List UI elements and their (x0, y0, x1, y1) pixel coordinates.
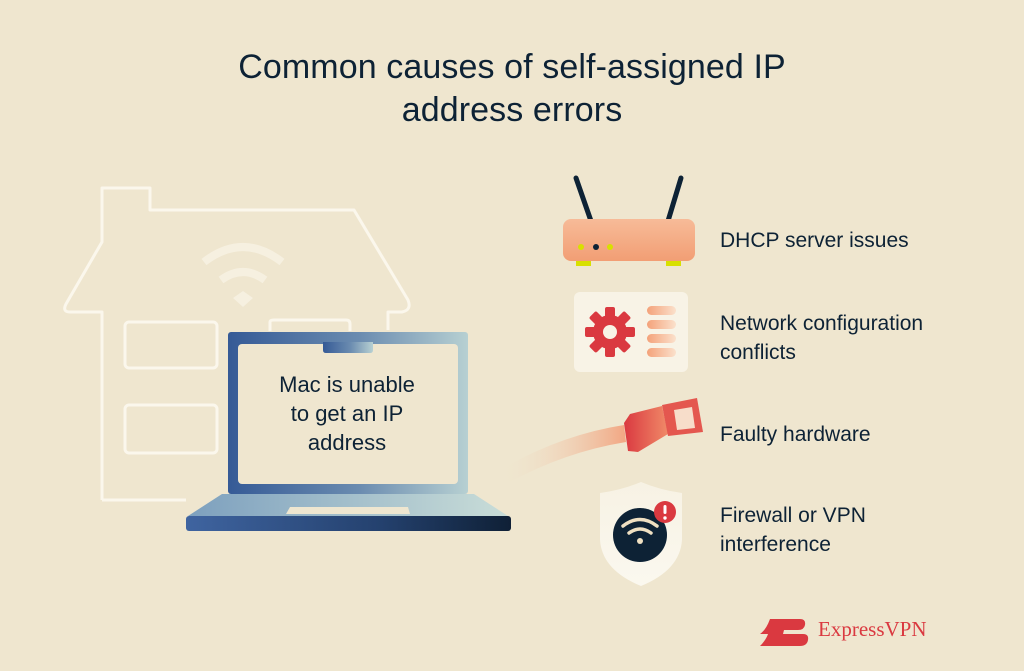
title-line-1: Common causes of self-assigned IP (238, 48, 786, 86)
cause-label-dhcp: DHCP server issues (720, 226, 909, 255)
expressvpn-logo-icon (760, 619, 809, 646)
ethernet-cable-icon (500, 398, 703, 482)
cause-text: DHCP server issues (720, 229, 909, 252)
brand-mark-spacer (760, 614, 810, 644)
router-icon (563, 175, 695, 266)
laptop-icon (186, 332, 511, 531)
title-line-2: address errors (401, 91, 623, 129)
screen-text-line-3: address (307, 430, 387, 455)
brand-name: ExpressVPN (818, 616, 927, 641)
cause-label-firewall-vpn: Firewall or VPN interference (720, 501, 866, 559)
house-wifi-icon (201, 243, 285, 284)
cause-text: Faulty hardware (720, 423, 871, 446)
laptop-screen-message: Mac is unable to get an IP address (240, 370, 454, 457)
house-wifi-dot (233, 291, 253, 307)
screen-text-line-2: to get an IP (290, 401, 404, 426)
brand-logo: ExpressVPN (760, 614, 927, 644)
cause-label-faulty-hardware: Faulty hardware (720, 420, 871, 449)
cause-label-network-config: Network configuration conflicts (720, 309, 923, 367)
screen-text-line-1: Mac is unable (279, 372, 415, 397)
cause-text: Network configuration (720, 312, 924, 335)
gear-settings-icon (574, 292, 688, 372)
house-outline-icon (63, 186, 411, 502)
cause-text: interference (720, 533, 831, 556)
cause-text: Firewall or VPN (720, 504, 866, 527)
shield-wifi-alert-icon (600, 482, 682, 586)
page-title: Common causes of self-assigned IP addres… (0, 46, 1024, 132)
cause-text: conflicts (720, 341, 796, 364)
